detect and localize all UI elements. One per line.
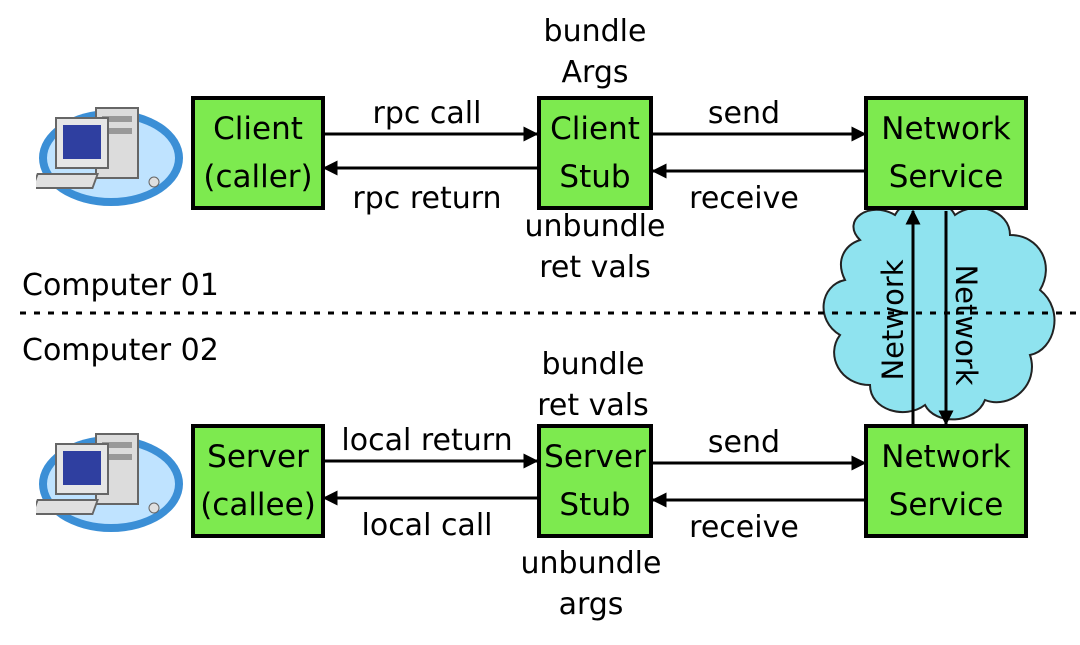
server-callee-line1: Server bbox=[207, 439, 309, 475]
client-caller-box: Client (caller) bbox=[191, 96, 325, 210]
network-up-label: Network bbox=[876, 259, 910, 381]
unbundle-ret-vals-line1: unbundle bbox=[524, 209, 666, 244]
network-cloud bbox=[822, 199, 1056, 421]
computer-02-icon bbox=[36, 433, 183, 532]
network-service-top-line2: Service bbox=[888, 159, 1004, 195]
client-stub-line1: Client bbox=[550, 111, 640, 147]
local-return-label: local return bbox=[341, 423, 513, 458]
client-stub-line2: Stub bbox=[559, 159, 631, 195]
network-down-label: Network bbox=[949, 264, 983, 386]
send-top-label: send bbox=[707, 96, 781, 131]
bundle-args-line2: Args bbox=[561, 55, 629, 90]
computer-01-label: Computer 01 bbox=[22, 268, 219, 303]
network-service-top-box: Network Service bbox=[864, 96, 1028, 210]
receive-bottom-label: receive bbox=[689, 510, 799, 545]
network-service-top-line1: Network bbox=[881, 111, 1011, 147]
receive-top-label: receive bbox=[689, 181, 799, 216]
bundle-args-line1: bundle bbox=[543, 14, 647, 49]
server-stub-box: Server Stub bbox=[537, 424, 653, 538]
client-caller-line1: Client bbox=[213, 111, 303, 147]
unbundle-ret-vals-line2: ret vals bbox=[539, 250, 651, 285]
rpc-return-label: rpc return bbox=[352, 181, 502, 216]
network-service-bottom-line2: Service bbox=[888, 487, 1004, 523]
server-callee-box: Server (callee) bbox=[191, 424, 325, 538]
network-service-bottom-line1: Network bbox=[881, 439, 1011, 475]
send-bottom-label: send bbox=[707, 425, 781, 460]
client-stub-box: Client Stub bbox=[537, 96, 653, 210]
unbundle-args-line1: unbundle bbox=[520, 546, 662, 581]
client-caller-line2: (caller) bbox=[203, 159, 313, 195]
computer-02-label: Computer 02 bbox=[22, 333, 219, 368]
server-stub-line2: Stub bbox=[559, 487, 631, 523]
unbundle-args-line2: args bbox=[558, 587, 624, 622]
server-callee-line2: (callee) bbox=[200, 487, 316, 523]
bundle-ret-vals-line1: bundle bbox=[541, 347, 645, 382]
bundle-ret-vals-line2: ret vals bbox=[537, 388, 649, 423]
local-call-label: local call bbox=[361, 508, 493, 543]
server-stub-line1: Server bbox=[544, 439, 646, 475]
network-service-bottom-box: Network Service bbox=[864, 424, 1028, 538]
rpc-call-label: rpc call bbox=[372, 96, 482, 131]
computer-01-icon bbox=[36, 107, 183, 206]
